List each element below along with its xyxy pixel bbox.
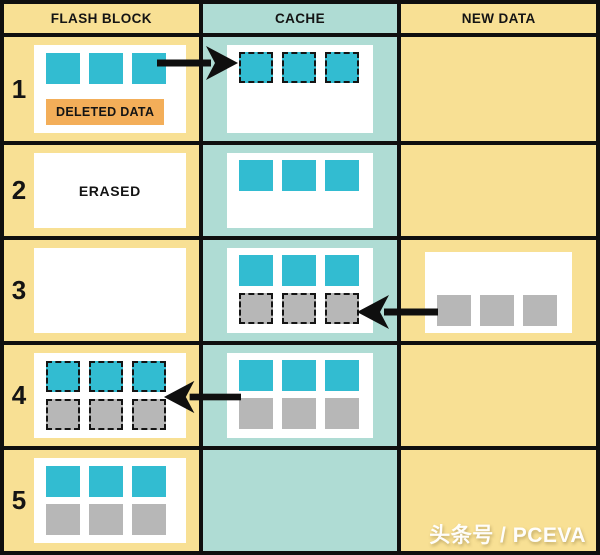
- block-row: [238, 52, 362, 83]
- cache-cell-row-3: [202, 240, 398, 341]
- cyan-solid-data-block: [281, 160, 316, 191]
- cyan-solid-data-block: [324, 255, 359, 286]
- flash-page-box: DELETED DATA: [34, 45, 186, 133]
- gray-solid-data-block: [324, 398, 359, 429]
- cache-cell-row-2: [202, 145, 398, 236]
- gray-solid-data-block: [238, 398, 273, 429]
- gray-dashed-data-block: [281, 293, 316, 324]
- block-row: [46, 361, 174, 392]
- step-number: 5: [11, 485, 27, 515]
- cyan-solid-data-block: [281, 255, 316, 286]
- block-row: [437, 295, 560, 326]
- cyan-solid-data-block: [89, 53, 123, 84]
- cache-page-box: [226, 153, 374, 228]
- cache-page-box: [226, 353, 374, 438]
- flash-cell-row-4: 4: [4, 345, 199, 446]
- cache-page-box: [226, 45, 374, 133]
- cyan-solid-data-block: [238, 360, 273, 391]
- column-header-new-data: NEW DATA: [401, 4, 596, 33]
- flash-cell-row-3: 3: [4, 240, 199, 341]
- newdata-cell-row-2: [401, 145, 596, 236]
- cyan-solid-data-block: [46, 466, 80, 497]
- gray-solid-data-block: [132, 504, 166, 535]
- flash-cell-row-5: 5: [4, 450, 199, 551]
- block-row: [238, 160, 362, 191]
- block-row: [238, 360, 362, 391]
- erased-label: ERASED: [78, 182, 141, 199]
- block-row: [46, 399, 174, 430]
- step-number: 3: [11, 275, 27, 305]
- gray-solid-data-block: [46, 504, 80, 535]
- cyan-dashed-data-block: [89, 361, 123, 392]
- cyan-dashed-data-block: [46, 361, 80, 392]
- cyan-solid-data-block: [46, 53, 80, 84]
- newdata-cell-row-4: [401, 345, 596, 446]
- newdata-cell-row-3: [401, 240, 596, 341]
- gray-dashed-data-block: [324, 293, 359, 324]
- cyan-solid-data-block: [238, 255, 273, 286]
- cyan-solid-data-block: [132, 466, 166, 497]
- flash-page-box: [34, 248, 186, 333]
- cyan-dashed-data-block: [324, 52, 359, 83]
- gray-dashed-data-block: [238, 293, 273, 324]
- flash-page-box: [34, 353, 186, 438]
- deleted-data-label: DELETED DATA: [46, 99, 165, 125]
- empty-space: [437, 259, 560, 288]
- block-row: [238, 255, 362, 286]
- flash-page-box: ERASED: [34, 153, 186, 228]
- cache-cell-row-1: [202, 37, 398, 141]
- gray-solid-data-block: [89, 504, 123, 535]
- block-row: [238, 293, 362, 324]
- cache-cell-row-4: [202, 345, 398, 446]
- cyan-solid-data-block: [324, 160, 359, 191]
- cyan-solid-data-block: [132, 53, 166, 84]
- cyan-dashed-data-block: [132, 361, 166, 392]
- gray-dashed-data-block: [46, 399, 80, 430]
- cache-cell-row-5: [202, 450, 398, 551]
- gray-solid-data-block: [437, 295, 472, 326]
- cache-page-box: [226, 248, 374, 333]
- gray-solid-data-block: [523, 295, 558, 326]
- step-number: 2: [11, 175, 27, 205]
- block-row: [46, 466, 174, 497]
- gray-solid-data-block: [480, 295, 515, 326]
- flash-cell-row-2: 2 ERASED: [4, 145, 199, 236]
- cyan-solid-data-block: [238, 160, 273, 191]
- gray-dashed-data-block: [89, 399, 123, 430]
- gray-solid-data-block: [281, 398, 316, 429]
- step-number: 4: [11, 380, 27, 410]
- newdata-cell-row-1: [401, 37, 596, 141]
- column-header-cache: CACHE: [202, 4, 398, 33]
- watermark: 头条号 / PCEVA: [429, 524, 586, 547]
- cyan-dashed-data-block: [281, 52, 316, 83]
- cyan-dashed-data-block: [238, 52, 273, 83]
- step-number: 1: [11, 73, 27, 104]
- flash-page-box: [34, 458, 186, 543]
- column-header-flash-block: FLASH BLOCK: [4, 4, 199, 33]
- block-row: [46, 504, 174, 535]
- block-row: [238, 398, 362, 429]
- block-row: [46, 53, 174, 84]
- cyan-solid-data-block: [324, 360, 359, 391]
- gray-dashed-data-block: [132, 399, 166, 430]
- newdata-cell-row-5: [401, 450, 596, 551]
- cyan-solid-data-block: [89, 466, 123, 497]
- cyan-solid-data-block: [281, 360, 316, 391]
- newdata-page-box: [425, 252, 572, 333]
